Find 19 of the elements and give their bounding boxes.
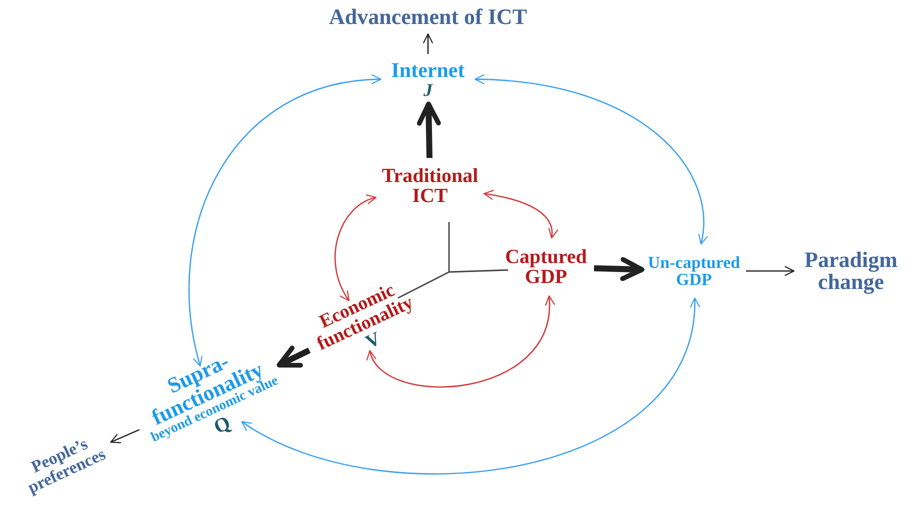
arrow [241, 297, 699, 474]
arrow [746, 266, 795, 276]
arrow [474, 74, 708, 245]
node-label: Paradigm change [804, 249, 898, 293]
arrow [276, 346, 311, 368]
arrow [423, 33, 433, 54]
arrow [416, 102, 441, 158]
arrow [368, 295, 554, 388]
node-label: Internet [391, 60, 465, 80]
node-label: Advancement of ICT [329, 6, 527, 28]
node-label: Traditional ICT [380, 166, 480, 206]
node-label: Captured GDP [504, 247, 588, 287]
arrow [483, 190, 558, 239]
arrow [594, 257, 644, 282]
node-label: Un-captured GDP [646, 254, 742, 288]
arrow [334, 195, 377, 302]
arrow [188, 75, 382, 367]
node-label: J [424, 80, 432, 98]
arrow [110, 429, 140, 444]
